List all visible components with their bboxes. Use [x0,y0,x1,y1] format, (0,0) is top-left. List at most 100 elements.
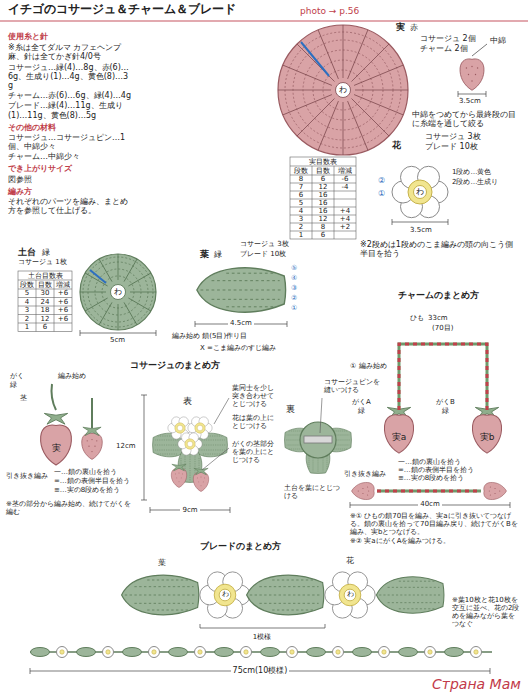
calyx-stem-diagram [83,427,101,435]
node-text: 実a [392,432,407,442]
corsage-front [172,464,186,471]
section-heading: その他の材料 [8,123,56,132]
label-text: 1模様 [253,633,271,641]
label-text: ③ [291,284,297,292]
flower-chart [392,166,448,225]
label-text: photo → p.56 [300,6,359,16]
label-text: ⑤ [291,264,297,272]
label-text: 実目数表 [309,158,337,166]
section-heading: ブレードのまとめ方 [200,541,281,551]
label-text: ※② 実aにがくAを編みつける。 [350,537,450,545]
braid-strip [261,648,280,657]
section-heading: 実 [396,22,405,32]
label-text: それぞれのパーツを編み、まとめ方を参照して仕上げる。 [8,197,133,215]
braid-strip [57,647,68,658]
braid-unit [247,575,324,615]
label-text: ※糸は全てダルマ カフェヘンプ麻、針は全てかぎ針4/0号 [8,43,133,61]
label-text: がくA [352,398,371,406]
label-text: チャーム 2個 [420,44,468,53]
base-chart [85,273,151,311]
label-text: ① 編み始め [350,362,387,370]
corsage-front [214,398,229,424]
label-text: 葉同士を少し突き合わせてとじつける [232,384,278,408]
label-text: 土台目数表 [28,272,63,280]
label-text: 1 [25,323,29,331]
label-text: 5 [25,289,29,297]
corsage-front [150,398,230,513]
label-text: 3.5cm [410,226,432,234]
label-text: 33cm [428,314,448,322]
section-heading: 花 [392,140,401,150]
label-text: 赤 [410,23,418,32]
braid-strip [31,648,50,657]
label-text: 一…鎖の裏山を拾う [54,468,117,476]
charm-flat-diagram [377,490,481,493]
label-text: +6 [58,298,68,306]
watermark: Страна Мам [432,676,521,692]
section-heading: 葉 [200,249,209,259]
label-text: 4 [25,298,29,306]
label-text: チャーム…赤(6)…6g、緑(4)…4g [8,91,133,100]
label-text: がくB [436,398,455,406]
braid-unit [122,575,199,615]
label-text: 2 [299,223,303,231]
label-text: 7 [299,183,303,191]
label-text: 6 [321,175,325,183]
corsage-front [202,448,229,470]
charm-flat-diagram [352,482,375,499]
label-text: 8 [299,175,303,183]
label-text: 一…鎖の裏山を拾う [398,458,461,466]
label-text: 土台を葉にとじつける [284,484,346,500]
label-text: 75cm(10模様) [231,666,290,675]
corsage-front [171,468,186,487]
strawberry-node: 実b [470,410,504,454]
strawberry-outline [384,415,413,453]
label-text: わ [339,85,347,94]
label-text: 12 [41,315,50,323]
label-text: 緑 [42,248,50,257]
label-text: +6 [58,289,68,297]
label-text: 2段め…生成り [452,178,498,186]
dimension-line [80,330,156,336]
label-text: 花は葉の上にとじつける [232,414,278,430]
stuffed-strawberry [472,44,487,56]
label-text: わ [347,590,354,598]
label-text: 葉 [158,558,166,567]
fruit-chart [297,44,389,136]
base-chart [102,276,134,308]
label-text: 図参照 [8,175,133,184]
fruit-chart [318,30,368,150]
label-text: がく [10,372,24,380]
charm-flat-diagram [350,482,510,508]
cord-connector [399,344,487,410]
label-text: -4 [342,183,349,191]
label-text: 3 [299,215,303,223]
label-text: -6 [342,175,349,183]
base-chart [80,254,156,330]
label-text: =…鎖の表側半目を拾う [398,466,474,474]
label-text: コサージュ 3枚 [425,132,481,141]
braid-strip [353,648,372,657]
label-text: わ [114,287,122,296]
label-text: 8 [321,223,325,231]
leaf-chart [197,268,286,312]
calyx-stem-diagram [52,384,57,410]
label-text: 緑 [358,407,365,415]
braid-strip [103,647,114,658]
label-text: 40cm [418,500,442,508]
label-text: 緑 [214,250,222,259]
braid-strip [123,648,142,657]
braid-strip [399,648,418,657]
braid-unit [122,572,444,628]
label-text: 24 [41,298,50,306]
fruit-chart [278,25,408,155]
label-text: わ [416,187,424,196]
label-text: 12cm [116,442,136,450]
label-text: 1段め…黄色 [452,168,491,176]
label-text: 16 [319,207,328,215]
label-text: ≡…実の8段めを拾う [398,474,464,482]
label-text: 裏 [286,404,295,414]
label-text: コサージュ 1枚 [18,258,67,266]
cord-connector [399,344,487,410]
